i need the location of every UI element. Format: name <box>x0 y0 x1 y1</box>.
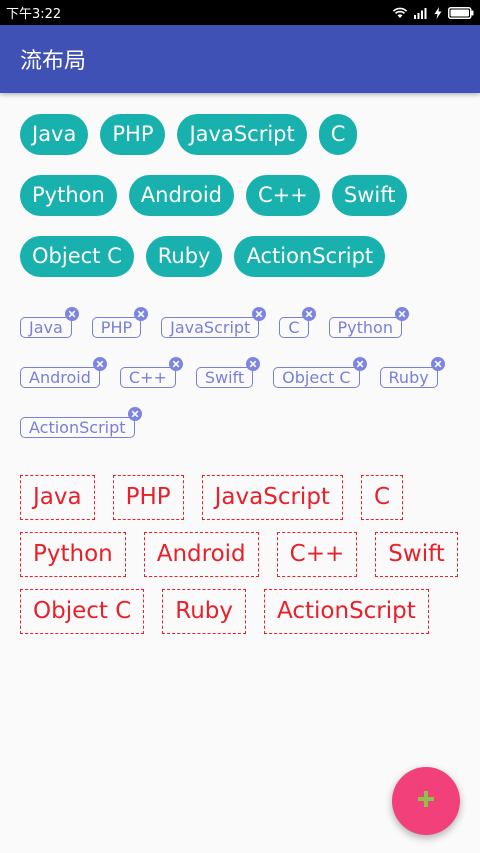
closable-tag: Python <box>328 307 409 344</box>
pill-tag[interactable]: Ruby <box>145 236 223 277</box>
closable-tag-label[interactable]: Object C <box>273 367 360 388</box>
close-icon[interactable] <box>134 307 149 321</box>
dashed-tag[interactable]: Ruby <box>162 589 247 634</box>
plus-icon <box>417 790 435 812</box>
pill-tag[interactable]: C++ <box>246 175 320 216</box>
closable-tag: Ruby <box>379 357 445 394</box>
dashed-tag[interactable]: Java <box>20 475 95 520</box>
pill-tag[interactable]: Python <box>20 175 117 216</box>
dashed-tag[interactable]: Swift <box>375 532 458 577</box>
dashed-tag[interactable]: C++ <box>276 532 358 577</box>
closable-tag: Swift <box>195 357 261 394</box>
dashed-tag[interactable]: JavaScript <box>201 475 343 520</box>
closable-tag: Android <box>20 357 107 394</box>
pill-tag[interactable]: ActionScript <box>234 236 386 277</box>
dashed-tag[interactable]: Object C <box>20 589 145 634</box>
pill-tag[interactable]: JavaScript <box>177 114 307 155</box>
dashed-tag-flow: Java PHP JavaScript C Python Android C++… <box>20 475 460 634</box>
status-bar: 下午3:22 <box>0 0 480 25</box>
wifi-icon <box>392 7 408 19</box>
closable-tag-flow: Java PHP JavaScript C Python Android C++ <box>20 307 460 444</box>
dashed-tag[interactable]: PHP <box>112 475 184 520</box>
pill-tag[interactable]: PHP <box>100 114 166 155</box>
page-title: 流布局 <box>20 49 87 74</box>
closable-tag: PHP <box>91 307 149 344</box>
closable-tag-label[interactable]: Ruby <box>379 367 438 388</box>
close-icon[interactable] <box>168 357 183 371</box>
dashed-tag[interactable]: ActionScript <box>264 589 429 634</box>
close-icon[interactable] <box>352 357 367 371</box>
signal-icon <box>414 7 428 19</box>
dashed-tag[interactable]: Python <box>20 532 126 577</box>
closable-tag-label[interactable]: PHP <box>91 317 142 338</box>
closable-tag-label[interactable]: ActionScript <box>20 417 135 438</box>
closable-tag-label[interactable]: C <box>279 317 309 338</box>
closable-tag: C <box>279 307 316 344</box>
pill-tag[interactable]: Java <box>20 114 89 155</box>
close-icon[interactable] <box>394 307 409 321</box>
closable-tag: JavaScript <box>161 307 267 344</box>
closable-tag-label[interactable]: Python <box>328 317 402 338</box>
add-fab-button[interactable] <box>392 767 460 835</box>
app-bar: 流布局 <box>0 25 480 93</box>
closable-tag: Object C <box>273 357 367 394</box>
closable-tag-label[interactable]: C++ <box>119 367 176 388</box>
pill-tag[interactable]: Android <box>128 175 234 216</box>
dashed-tag[interactable]: Android <box>143 532 259 577</box>
close-icon[interactable] <box>92 357 107 371</box>
status-icons <box>392 6 474 19</box>
pill-tag[interactable]: C <box>318 114 358 155</box>
battery-icon <box>448 6 474 19</box>
closable-tag-label[interactable]: JavaScript <box>161 317 260 338</box>
charging-icon <box>434 6 442 19</box>
close-icon[interactable] <box>430 357 445 371</box>
pill-tag[interactable]: Object C <box>20 236 134 277</box>
close-icon[interactable] <box>64 307 79 321</box>
closable-tag-label[interactable]: Swift <box>195 367 254 388</box>
closable-tag: ActionScript <box>20 407 142 444</box>
pill-tag-flow: Java PHP JavaScript C Python Android C++… <box>20 114 460 277</box>
close-icon[interactable] <box>301 307 316 321</box>
status-time: 下午3:22 <box>6 7 62 22</box>
dashed-tag[interactable]: C <box>360 475 403 520</box>
closable-tag-label[interactable]: Java <box>20 317 72 338</box>
pill-tag[interactable]: Swift <box>331 175 408 216</box>
close-icon[interactable] <box>127 407 142 421</box>
close-icon[interactable] <box>246 357 261 371</box>
closable-tag: Java <box>20 307 79 344</box>
close-icon[interactable] <box>252 307 267 321</box>
closable-tag-label[interactable]: Android <box>20 367 100 388</box>
closable-tag: C++ <box>119 357 183 394</box>
